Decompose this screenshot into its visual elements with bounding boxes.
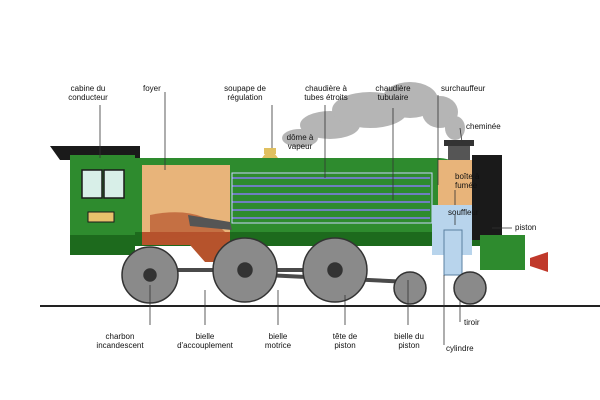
label-superheater: surchauffeur xyxy=(441,84,486,93)
label-main-rod: bielle motrice xyxy=(264,332,292,350)
wheels xyxy=(121,237,487,305)
label-cab: cabine du conducteur xyxy=(68,84,108,102)
buffer xyxy=(530,252,548,272)
label-coal: charbon incandescent xyxy=(96,332,144,350)
label-blower: souffleur xyxy=(448,208,479,217)
superheater-tube xyxy=(231,172,433,224)
steam-plume xyxy=(282,82,465,147)
smokebox xyxy=(432,155,502,276)
label-chimney: cheminée xyxy=(466,122,501,131)
leader-lines xyxy=(99,92,512,345)
cab xyxy=(50,146,140,255)
label-fire-tube-boiler: chaudière à tubes étroits xyxy=(304,84,348,102)
fire-tubes xyxy=(232,177,430,219)
label-piston-rod: bielle du piston xyxy=(394,332,424,350)
label-piston: piston xyxy=(515,223,537,232)
label-coupling-rod: bielle d'accouplement xyxy=(177,332,233,350)
label-steam-dome: dôme à vapeur xyxy=(286,133,314,151)
chimney xyxy=(444,140,474,164)
label-firebox: foyer xyxy=(143,84,161,93)
label-crosshead: tête de piston xyxy=(332,332,358,350)
label-smokebox: boîte à fumée xyxy=(455,172,480,190)
label-tubular-boiler: chaudière tubulaire xyxy=(375,84,411,102)
label-slide-valve: tiroir xyxy=(464,318,480,327)
label-regulator: soupape de régulation xyxy=(224,84,266,102)
label-cylinder: cylindre xyxy=(446,344,474,353)
deflector-plate xyxy=(188,215,232,230)
front-frame xyxy=(480,235,525,270)
